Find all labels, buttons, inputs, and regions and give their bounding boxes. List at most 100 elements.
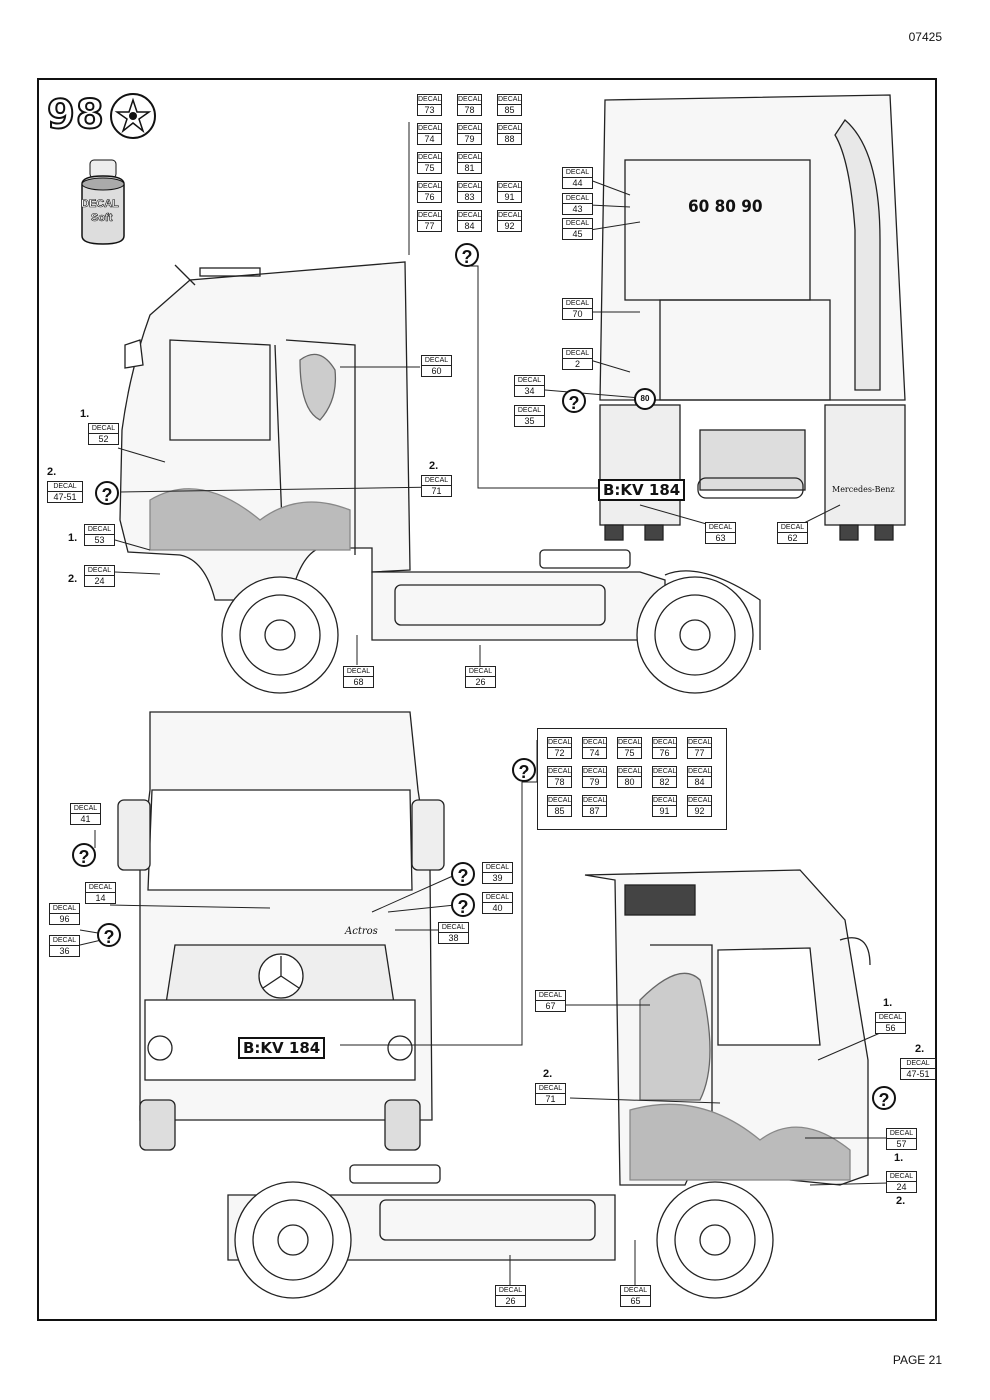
- decal-callout-number: 35: [524, 416, 535, 426]
- decal-callout-header: DECAL: [778, 523, 807, 533]
- decal-callout-number: 60: [431, 366, 442, 376]
- truck-side-view-top: [119, 261, 761, 694]
- decal-callout-header: DECAL: [887, 1129, 916, 1139]
- decal-table-header: DECAL: [418, 96, 442, 105]
- decal-table-number: 74: [589, 748, 600, 758]
- decal-callout-header: DECAL: [466, 667, 495, 677]
- decal-callout-number: 26: [475, 677, 486, 687]
- decal-callout-header: DECAL: [496, 1286, 525, 1296]
- decal-table-header: DECAL: [688, 768, 712, 777]
- decal-callout-number: 52: [98, 434, 109, 444]
- question-icon: ?: [562, 389, 586, 413]
- decal-callout-header: DECAL: [563, 299, 592, 309]
- document-code: 07425: [908, 30, 942, 44]
- front-model-text: Actros: [345, 926, 378, 937]
- decal-table-header: DECAL: [653, 768, 677, 777]
- decal-callout-number: 96: [59, 914, 70, 924]
- decal-table-number: 79: [589, 777, 600, 787]
- decal-table-header: DECAL: [583, 768, 607, 777]
- decal-callout-number: 68: [353, 677, 364, 687]
- step-marker: 2.: [68, 573, 78, 585]
- decal-callout-header: DECAL: [71, 804, 100, 814]
- front-license-plate: B:KV 184: [238, 1037, 326, 1059]
- question-icon: ?: [95, 481, 119, 505]
- decal-callout-number: 71: [431, 486, 442, 496]
- decal-table-number: 85: [554, 806, 565, 816]
- decal-table-header: DECAL: [458, 96, 482, 105]
- step-number: 98: [46, 92, 105, 138]
- truck-rear-view: [599, 94, 906, 541]
- decal-table-header: DECAL: [688, 739, 712, 748]
- decal-callout-header: DECAL: [901, 1059, 935, 1069]
- decal-callout-header: DECAL: [536, 1084, 565, 1094]
- decal-callout-number: 47-51: [906, 1069, 930, 1079]
- decal-callout-number: 24: [896, 1182, 907, 1192]
- decal-callout-number: 24: [94, 576, 105, 586]
- decal-table-number: 92: [694, 806, 705, 816]
- decal-table-number: 79: [464, 134, 475, 144]
- question-icon: ?: [872, 1086, 896, 1110]
- question-icon: ?: [97, 923, 121, 947]
- step-marker: 2.: [47, 466, 57, 478]
- decal-table-header: DECAL: [418, 125, 442, 134]
- decal-table-header: DECAL: [618, 768, 642, 777]
- decal-table-header: DECAL: [618, 739, 642, 748]
- decal-table-number: 83: [464, 192, 475, 202]
- decal-callout-number: 36: [59, 946, 70, 956]
- decal-table-number: 75: [424, 163, 435, 173]
- step-marker: 2.: [896, 1195, 906, 1207]
- step-marker: 2.: [543, 1068, 553, 1080]
- step-marker: 2.: [429, 460, 439, 472]
- decal-table-header: DECAL: [498, 183, 522, 192]
- decal-callout-header: DECAL: [621, 1286, 650, 1296]
- decal-table-header: DECAL: [458, 212, 482, 221]
- decal-table-header: DECAL: [688, 797, 712, 806]
- decal-callout-header: DECAL: [50, 904, 79, 914]
- decal-table-number: 81: [464, 163, 475, 173]
- question-icon: ?: [512, 758, 536, 782]
- decal-table-header: DECAL: [458, 125, 482, 134]
- decal-callout-number: 57: [896, 1139, 907, 1149]
- decal-callout-header: DECAL: [439, 923, 468, 933]
- decal-callout-header: DECAL: [887, 1172, 916, 1182]
- question-icon: ?: [455, 243, 479, 267]
- decal-callout-number: 65: [630, 1296, 641, 1306]
- decal-callout-number: 62: [787, 533, 798, 543]
- decal-callout-number: 56: [885, 1023, 896, 1033]
- step-marker: 1.: [883, 997, 893, 1009]
- question-icon: ?: [451, 893, 475, 917]
- decal-callout-number: 34: [524, 386, 535, 396]
- decal-callout-header: DECAL: [50, 936, 79, 946]
- decal-callout-header: DECAL: [422, 356, 451, 366]
